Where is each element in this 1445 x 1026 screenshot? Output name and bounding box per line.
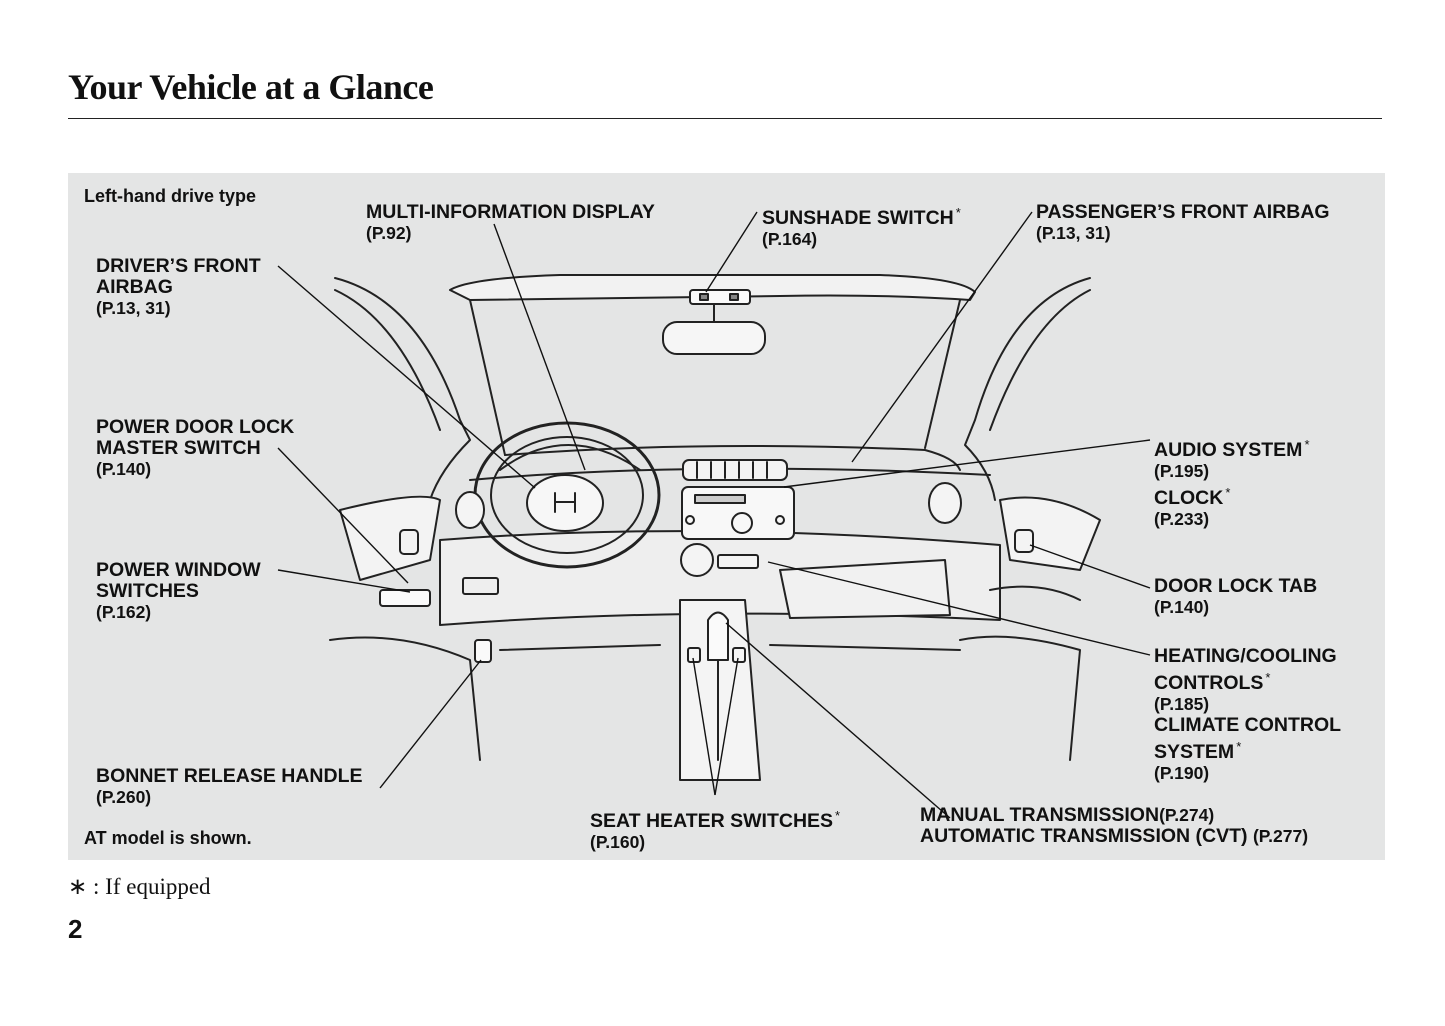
center-console (679, 599, 761, 781)
floor-right (769, 644, 961, 651)
page-number: 2 (68, 914, 83, 944)
leader-driver-airbag (277, 265, 536, 489)
passenger-seat (959, 635, 1081, 761)
center-vent (682, 459, 788, 481)
left-a-pillar-inner (334, 289, 441, 431)
left-switch-bank (462, 577, 499, 595)
leader-passenger-airbag (851, 211, 1033, 463)
label-audio-clock: AUDIO SYSTEM* (P.195) CLOCK* (P.233) (1154, 437, 1310, 529)
label-passenger-airbag: PASSENGER’S FRONT AIRBAG (P.13, 31) (1036, 201, 1330, 244)
seat-heater-right (732, 647, 746, 663)
right-a-pillar (964, 277, 1091, 501)
label-multi-info: MULTI-INFORMATION DISPLAY (P.92) (366, 201, 655, 244)
label-transmission: MANUAL TRANSMISSION(P.274) AUTOMATIC TRA… (920, 804, 1309, 847)
label-sunshade: SUNSHADE SWITCH* (P.164) (762, 205, 961, 249)
left-vent (455, 491, 485, 529)
windshield-left (469, 299, 506, 456)
leader-door-lock-master (277, 447, 409, 584)
label-door-lock-master: POWER DOOR LOCK MASTER SWITCH (P.140) (96, 416, 295, 480)
leader-bonnet (379, 659, 482, 789)
right-vent (928, 482, 962, 524)
leader-lines (277, 211, 1151, 819)
window-switch-panel (379, 589, 431, 607)
title-rule (68, 118, 1382, 119)
leader-transmission (725, 622, 951, 819)
right-door-lower (989, 585, 1081, 601)
glovebox (779, 559, 951, 619)
right-door-handle (1014, 529, 1034, 553)
label-driver-airbag: DRIVER’S FRONT AIRBAG (P.13, 31) (96, 255, 261, 319)
drive-type-note: Left-hand drive type (84, 186, 257, 206)
climate-buttons (717, 554, 759, 569)
label-heating-cooling: HEATING/COOLING CONTROLS* (P.185) CLIMAT… (1154, 645, 1342, 784)
label-door-lock-tab: DOOR LOCK TAB (P.140) (1154, 575, 1318, 618)
leader-seat-heater-1 (692, 657, 716, 796)
label-seat-heater: SEAT HEATER SWITCHES* (P.160) (590, 808, 841, 852)
floor-left (499, 644, 661, 651)
leader-multi-info (493, 223, 586, 471)
leader-door-lock-tab (1029, 544, 1151, 589)
page-title: Your Vehicle at a Glance (68, 67, 434, 107)
leader-sunshade (705, 211, 758, 293)
right-a-pillar-inner (989, 289, 1091, 431)
steering-wheel-inner (490, 436, 644, 554)
bonnet-handle-area (474, 639, 492, 663)
windshield-right (924, 299, 961, 449)
left-a-pillar (334, 277, 471, 501)
leader-power-window (277, 569, 411, 593)
dashboard-top (504, 445, 961, 471)
label-power-window: POWER WINDOW SWITCHES (P.162) (96, 559, 261, 623)
left-door (339, 495, 441, 581)
climate-knob (680, 543, 714, 577)
model-note: AT model is shown. (84, 828, 252, 848)
honda-logo (554, 492, 576, 513)
asterisk-icon: ∗ (68, 874, 88, 899)
left-door-handle (399, 529, 419, 555)
roof-line (449, 274, 976, 301)
sunshade-button (699, 293, 709, 301)
leader-audio (783, 439, 1151, 488)
instrument-hood (499, 444, 641, 471)
gear-lever (707, 611, 729, 661)
label-bonnet: BONNET RELEASE HANDLE (P.260) (96, 765, 363, 808)
leader-seat-heater-2 (714, 657, 739, 796)
rear-view-mirror (662, 321, 766, 355)
footnote: ∗ : If equipped (68, 874, 211, 899)
sunshade-button (729, 293, 739, 301)
leader-heating (767, 561, 1151, 656)
driver-seat (329, 636, 481, 761)
